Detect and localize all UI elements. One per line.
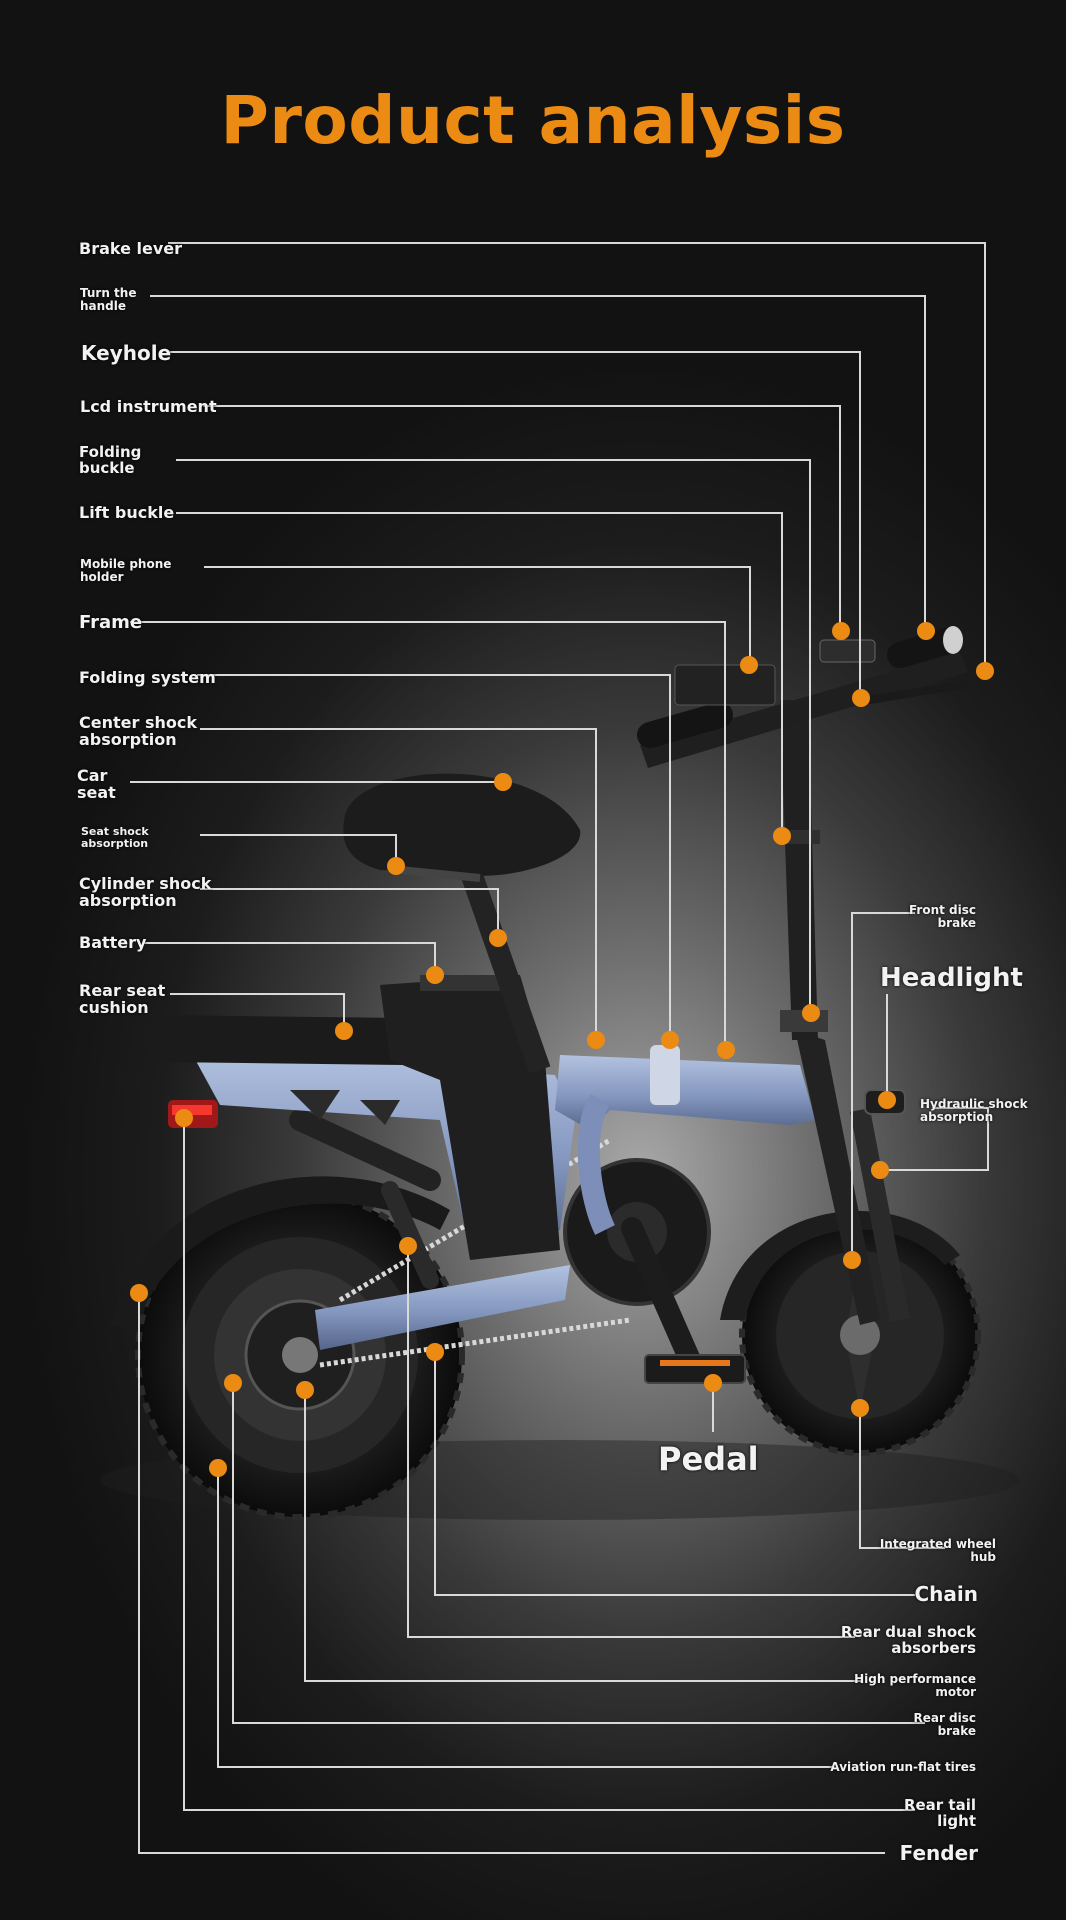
label-motor: High performance motor [854,1672,976,1699]
label-tires: Aviation run-flat tires [830,1760,976,1774]
marker-dot-center-shock [587,1031,605,1049]
marker-dot-battery [426,966,444,984]
handlebar [640,652,968,768]
label-keyhole: Keyhole [81,341,172,365]
leader-line-brake-lever [168,242,986,670]
leader-line-battery [143,942,436,975]
marker-dot-tail-light [175,1109,193,1127]
leader-line-lcd-instrument [203,405,841,630]
label-car-seat: Car seat [77,766,116,802]
battery [380,975,560,1260]
crank-arm [621,1217,701,1371]
label-lift-buckle: Lift buckle [79,503,175,522]
label-phone-holder: Mobile phone holder [80,557,172,584]
marker-dot-folding-system [661,1031,679,1049]
marker-dot-phone-holder [740,656,758,674]
marker-dot-rear-seat-cushion [335,1022,353,1040]
marker-dot-cylinder-shock [489,929,507,947]
label-headlight: Headlight [880,963,1023,993]
marker-dot-car-seat [494,773,512,791]
leader-line-lift-buckle [176,512,783,835]
leader-line-phone-holder [204,566,751,665]
handlebar-stem [780,700,818,1040]
label-rear-disc-brake: Rear disc brake [913,1711,976,1738]
rear-seat-cushion [150,1015,420,1065]
label-pedal: Pedal [658,1440,759,1478]
leader-line-tires [217,1468,832,1768]
label-folding-system: Folding system [79,668,216,687]
label-seat-shock: Seat shock absorption [81,825,149,850]
folding-hinge [650,1045,680,1105]
label-folding-buckle: Folding buckle [79,443,142,477]
leader-line-turn-handle [150,295,926,630]
rear-fender [110,1176,450,1330]
marker-dot-keyhole [852,689,870,707]
marker-dot-lift-buckle [773,827,791,845]
leader-line-seat-shock [200,834,397,866]
front-fork [795,1030,880,1325]
leader-line-folding-buckle [176,459,811,1012]
saddle [343,773,581,876]
marker-dot-tires [209,1459,227,1477]
leader-line-rear-disc-brake [232,1383,925,1724]
label-tail-light: Rear tail light [903,1796,976,1830]
leader-line-hydraulic-shock [880,1107,989,1171]
label-chain: Chain [914,1582,978,1606]
label-fender: Fender [899,1841,978,1865]
label-battery: Battery [79,933,147,952]
marker-dot-rear-dual-shock [399,1237,417,1255]
rear-swing-arm [315,1265,570,1350]
leader-line-integrated-hub [859,1408,945,1549]
marker-dot-integrated-hub [851,1399,869,1417]
leader-line-front-disc-brake [851,912,915,1260]
label-rear-dual-shock: Rear dual shock absorbers [840,1623,976,1657]
leader-line-rear-dual-shock [407,1246,855,1638]
label-frame: Frame [79,612,143,633]
leader-line-keyhole [170,351,861,697]
marker-dot-pedal [704,1374,722,1392]
leader-line-chain [434,1352,915,1596]
leader-line-tail-light [183,1118,915,1811]
front-fender [720,1210,960,1320]
leader-line-center-shock [200,728,597,1040]
lcd-screen [819,639,876,663]
marker-dot-rear-disc-brake [224,1374,242,1392]
marker-dot-lcd-instrument [832,622,850,640]
rear-shock-absorbers [289,1109,441,1191]
marker-dot-seat-shock [387,857,405,875]
marker-dot-fender [130,1284,148,1302]
leader-line-frame [130,621,726,1050]
marker-dot-headlight [878,1091,896,1109]
label-lcd-instrument: Lcd instrument [80,397,217,416]
marker-dot-motor [296,1381,314,1399]
leader-line-motor [304,1390,862,1682]
marker-dot-folding-buckle [802,1004,820,1022]
page-title: Product analysis [220,82,846,159]
leader-line-rear-seat-cushion [170,993,345,1030]
marker-dot-chain [426,1343,444,1361]
leader-line-cylinder-shock [200,888,499,938]
leader-line-fender [138,1293,885,1854]
label-brake-lever: Brake lever [79,239,183,258]
label-cylinder-shock: Cylinder shock absorption [79,874,212,910]
label-center-shock: Center shock absorption [79,713,197,749]
main-frame [555,1055,815,1130]
seat-post [459,866,551,1074]
marker-dot-turn-handle [917,622,935,640]
marker-dot-brake-lever [976,662,994,680]
marker-dot-hydraulic-shock [871,1161,889,1179]
marker-dot-front-disc-brake [843,1251,861,1269]
rear-wheel [135,1190,465,1520]
label-turn-handle: Turn the handle [80,286,137,313]
label-rear-seat-cushion: Rear seat cushion [79,981,166,1017]
label-front-disc-brake: Front disc brake [908,903,976,930]
marker-dot-frame [717,1041,735,1059]
label-integrated-hub: Integrated wheel hub [879,1537,996,1564]
label-hydraulic-shock: Hydraulic shock absorption [920,1097,1028,1124]
leader-line-folding-system [197,674,671,1040]
